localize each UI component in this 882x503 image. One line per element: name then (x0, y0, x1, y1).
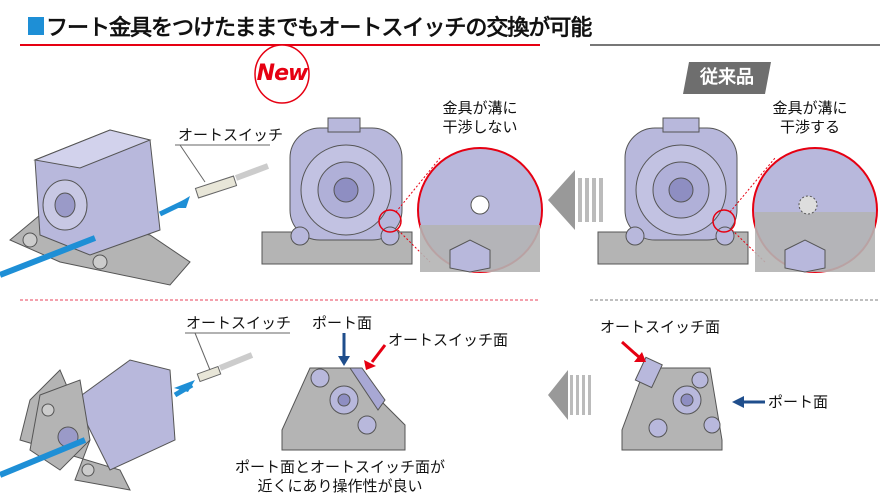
new-badge: New (252, 44, 312, 104)
page-title: フート金具をつけたままでもオートスイッチの交換が可能 (28, 10, 592, 42)
title-bullet-icon (28, 17, 44, 35)
side-view-new (281, 333, 406, 451)
old-product-badge: 従来品 (683, 62, 771, 94)
callout-old-top: 金具が溝に 干渉する (760, 99, 860, 137)
comparison-arrow-top (548, 170, 603, 230)
callout-new-line2: 干渉しない (442, 118, 518, 136)
callout-old-line2: 干渉する (779, 118, 840, 136)
auto-switch-label-top: オートスイッチ (178, 126, 284, 144)
side-view-old (621, 340, 765, 451)
port-face-label-new: ポート面 (312, 314, 373, 332)
caption-new-bottom: ポート面とオートスイッチ面が 近くにあり操作性が良い (210, 458, 470, 496)
callout-new-top: 金具が溝に 干渉しない (430, 99, 530, 137)
callout-old-line1: 金具が溝に (772, 99, 848, 117)
zoom-detail-old (752, 147, 878, 273)
zoom-detail-new (417, 147, 543, 273)
cylinder-foot-new (0, 332, 290, 491)
old-product-badge-text: 従来品 (700, 67, 754, 88)
page-title-text: フート金具をつけたままでもオートスイッチの交換が可能 (46, 16, 592, 41)
caption-line1: ポート面とオートスイッチ面が (234, 458, 445, 476)
cylinder-isometric-new (0, 129, 270, 286)
switch-face-label-new: オートスイッチ面 (388, 331, 509, 349)
caption-line2: 近くにあり操作性が良い (257, 477, 423, 495)
callout-new-line1: 金具が溝に (442, 99, 518, 117)
front-view-new (261, 117, 441, 265)
comparison-arrow-bottom (548, 370, 591, 420)
auto-switch-label-bottom: オートスイッチ (186, 314, 292, 332)
switch-face-label-old: オートスイッチ面 (600, 318, 721, 336)
front-view-old (597, 117, 776, 265)
new-badge-text: New (256, 61, 309, 86)
port-face-label-old: ポート面 (768, 393, 829, 411)
